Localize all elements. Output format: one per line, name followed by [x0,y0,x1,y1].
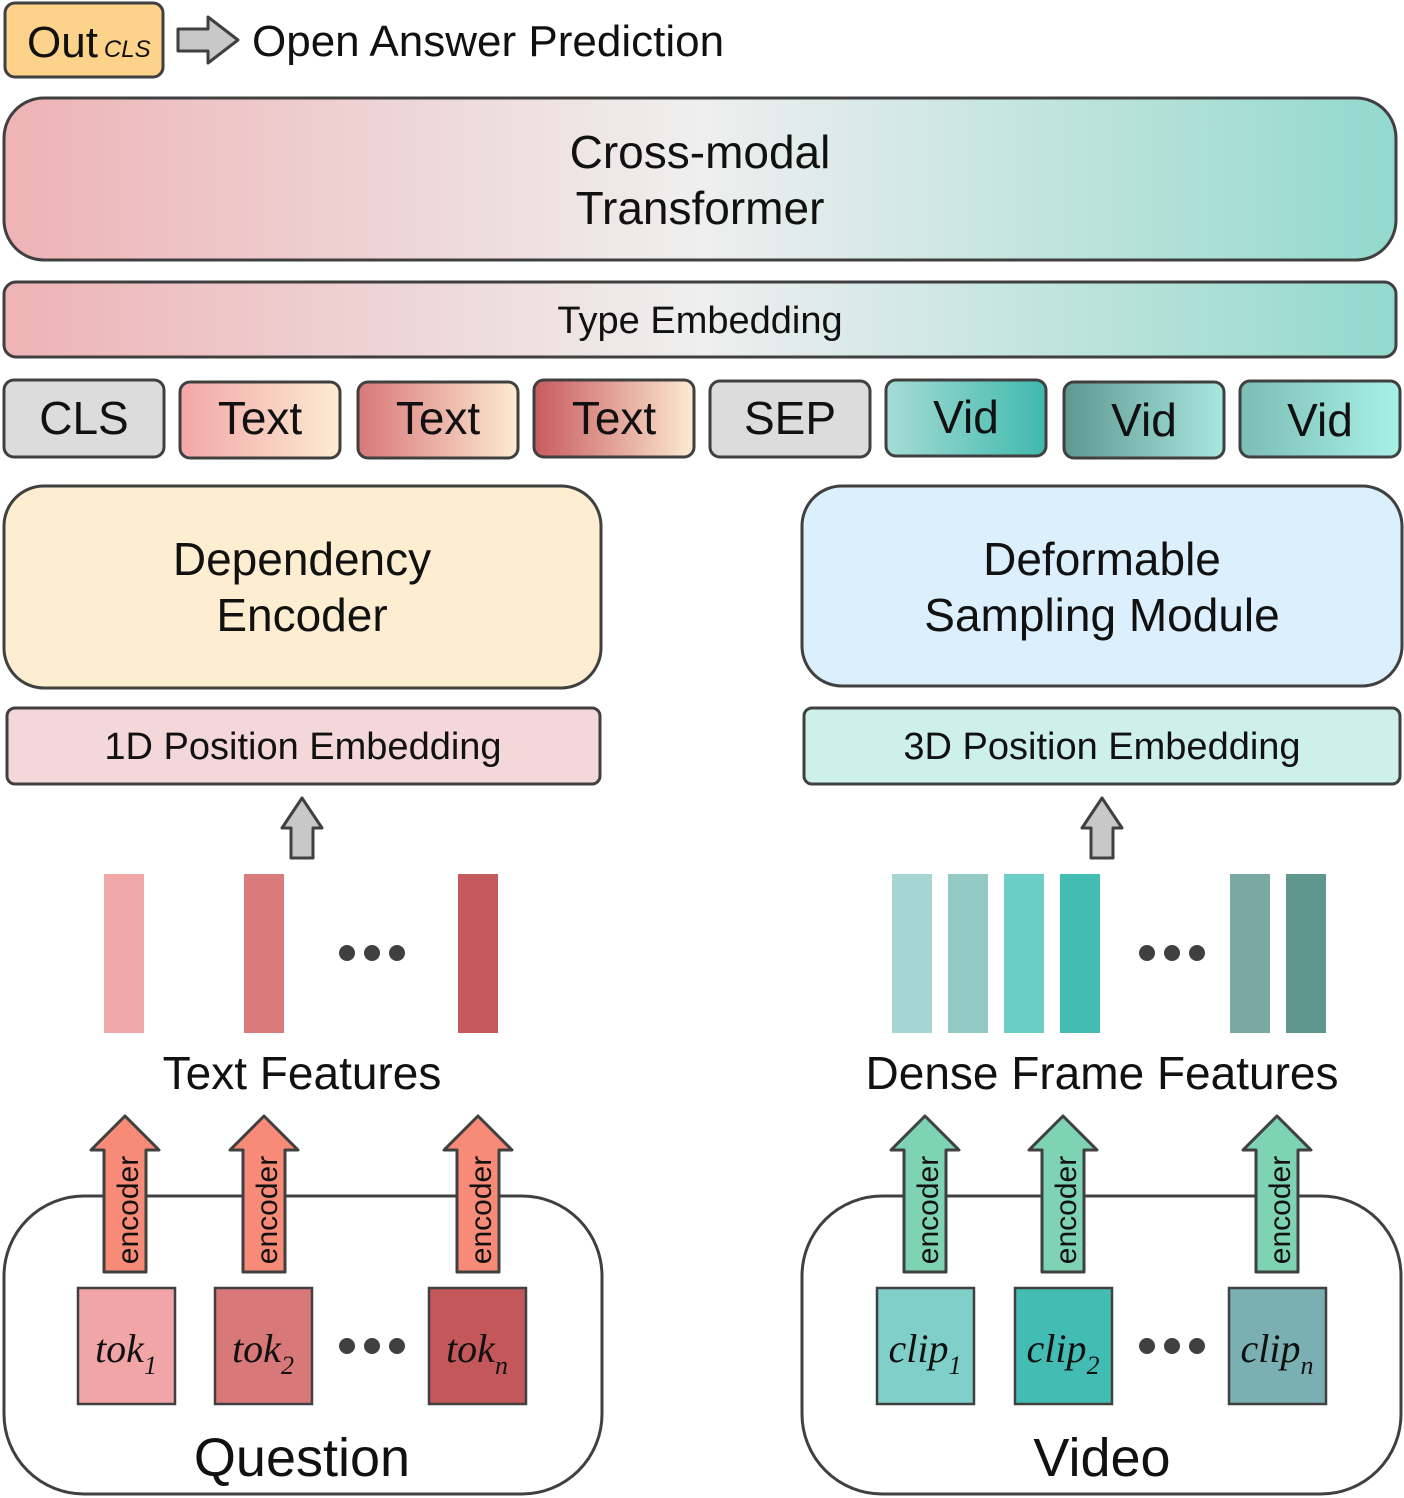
prediction-caption: Open Answer Prediction [252,17,724,66]
question-token-2: tok2 [213,1286,314,1406]
video-encoder-arrow-1: encoder [889,1114,961,1274]
token-label: Vid [1287,394,1353,446]
token-vid-3: Vid [1238,379,1402,459]
video-clip-1: clip1 [875,1286,976,1406]
type-embedding-label: Type Embedding [557,300,842,342]
token-text: tok [446,1326,496,1371]
question-token-1: tok1 [76,1286,177,1406]
token-label: Vid [1111,394,1177,446]
out-cls-subscript: CLS [104,36,151,63]
encoder-label: encoder [1264,1156,1297,1264]
feature-bar [892,874,932,1033]
video-clip-n: clipn [1227,1286,1328,1406]
up-arrow-icon [280,796,324,860]
token-label: Vid [933,391,999,443]
text-encoder-arrow-3: encoder [442,1114,514,1274]
clip-text: clip [889,1326,949,1371]
clip-text: clip [1027,1326,1087,1371]
cross-modal-transformer: Cross-modal Transformer [2,96,1398,262]
out-cls-box [3,1,165,79]
pos-1d-label: 1D Position Embedding [104,726,501,768]
transformer-title-line1: Cross-modal [570,126,831,178]
question-label: Question [194,1428,410,1488]
token-vid-2: Vid [1062,380,1226,460]
token-label: CLS [39,392,128,444]
feature-bar [1060,874,1100,1033]
token-subscript: 2 [281,1351,294,1380]
deformable-line2: Sampling Module [924,589,1279,641]
token-label: Text [572,392,657,444]
encoder-label: encoder [251,1156,284,1264]
token-text: tok [232,1326,282,1371]
svg-text:clip1: clip1 [889,1326,962,1380]
token-text-1: Text [178,380,342,460]
deformable-sampling-module: Deformable Sampling Module [800,484,1404,688]
ellipsis-icon [339,1338,405,1354]
feature-bar [104,874,144,1033]
token-vid-1: Vid [884,378,1048,458]
feature-bar [948,874,988,1033]
dependency-encoder: Dependency Encoder [2,484,603,690]
svg-text:tok2: tok2 [232,1326,294,1380]
frame-features-label: Dense Frame Features [866,1047,1339,1099]
token-label: SEP [744,392,836,444]
clip-subscript: n [1300,1351,1313,1380]
encoder-label: encoder [1050,1156,1083,1264]
svg-text:tok1: tok1 [95,1326,157,1380]
feature-bar [1230,874,1270,1033]
encoder-label: encoder [912,1156,945,1264]
token-text-2: Text [356,380,520,460]
feature-bar [458,874,498,1033]
token-cls: CLS [2,378,166,459]
video-encoder-arrow-3: encoder [1241,1114,1313,1274]
token-text: tok [95,1326,145,1371]
token-text-3: Text [532,378,696,459]
right-arrow-icon [176,15,240,65]
position-embedding-3d: 3D Position Embedding [802,706,1402,786]
token-subscript: 1 [144,1351,157,1380]
text-encoder-arrow-2: encoder [228,1114,300,1274]
text-feature-bars [104,874,498,1033]
text-features-label: Text Features [163,1047,442,1099]
clip-subscript: 1 [948,1351,961,1380]
dependency-encoder-line2: Encoder [216,589,387,641]
deformable-line1: Deformable [983,533,1221,585]
encoder-label: encoder [112,1156,145,1264]
ellipsis-icon [339,945,405,961]
svg-text:tokn: tokn [446,1326,508,1380]
out-cls-label: Out [27,18,98,67]
ellipsis-icon [1139,1338,1205,1354]
frame-feature-bars [892,874,1326,1033]
position-embedding-1d: 1D Position Embedding [5,706,602,786]
token-label: Text [396,392,481,444]
feature-bar [244,874,284,1033]
clip-subscript: 2 [1086,1351,1099,1380]
clip-text: clip [1241,1326,1301,1371]
transformer-title-line2: Transformer [576,182,825,234]
svg-text:clipn: clipn [1241,1326,1314,1380]
feature-bar [1286,874,1326,1033]
feature-bar [1004,874,1044,1033]
token-sep: SEP [708,379,872,459]
text-encoder-arrow-1: encoder [89,1114,161,1274]
svg-text:clip2: clip2 [1027,1326,1100,1380]
up-arrow-icon [1080,796,1124,860]
ellipsis-icon [1139,945,1205,961]
dependency-encoder-line1: Dependency [173,533,431,585]
pos-3d-label: 3D Position Embedding [903,726,1300,768]
type-embedding: Type Embedding [2,280,1398,359]
video-label: Video [1033,1428,1170,1488]
question-token-n: tokn [427,1286,528,1406]
encoder-label: encoder [465,1156,498,1264]
video-clip-2: clip2 [1013,1286,1114,1406]
token-row: CLS Text Text Text SEP Vid Vid Vid [2,378,1402,460]
video-encoder-arrow-2: encoder [1027,1114,1099,1274]
token-subscript: n [495,1351,508,1380]
token-label: Text [218,392,303,444]
